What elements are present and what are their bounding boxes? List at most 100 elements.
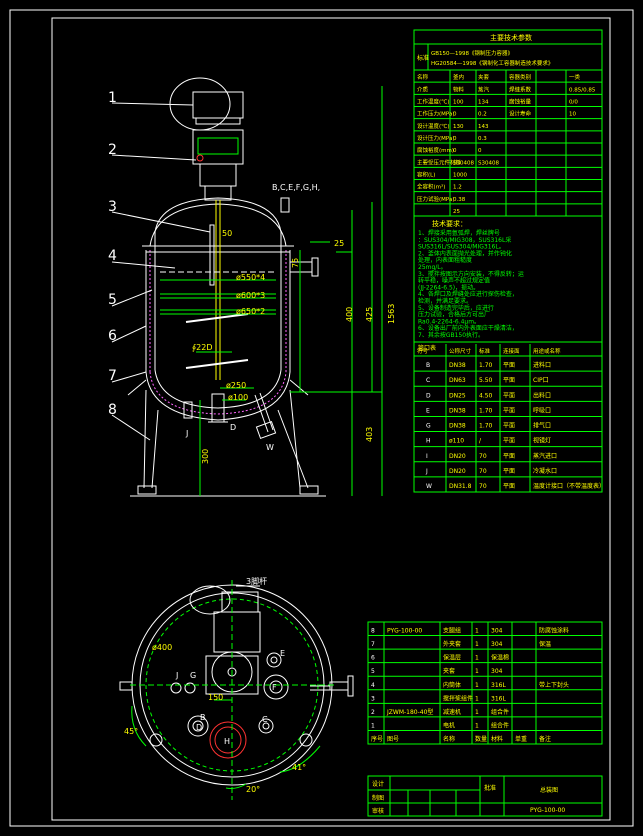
plan-E: E — [280, 649, 285, 658]
plan-d150: 150 — [208, 693, 223, 702]
nozzle-cell: E — [426, 407, 430, 414]
parts-cell: 1 — [475, 655, 479, 662]
spec-cell: 全容积(m³) — [417, 183, 445, 191]
spec-cell: 143 — [478, 124, 489, 130]
nozzle-cell: 冷凝水口 — [533, 467, 557, 475]
parts-header-cell: 序号 — [371, 735, 383, 743]
spec-cell: 0.3 — [478, 136, 487, 142]
parts-cell: PYG-100-00 — [387, 628, 422, 635]
dim-600: ø600*3 — [236, 291, 265, 300]
parts-cell: 防腐蚀涂料 — [539, 627, 569, 635]
spec-cell: 名称 — [417, 73, 429, 81]
spec-cell: 腐蚀裕度(mm) — [417, 146, 454, 154]
dim-300: 300 — [201, 449, 210, 464]
spec-cell: 0 — [453, 148, 457, 154]
label-J: J — [185, 429, 188, 438]
parts-cell: 304 — [491, 628, 503, 635]
nozzle-cell: D — [426, 392, 431, 399]
parts-header-cell: 名称 — [443, 735, 455, 743]
tech-line: ：SUS304/MIG308，SUS316L采 — [418, 236, 511, 244]
nozzle-cell: 5.50 — [479, 377, 493, 384]
dim-75: 75 — [291, 258, 300, 268]
plan-view — [119, 580, 354, 800]
nozzle-cell: J — [425, 468, 428, 475]
dim-650: ø650*2 — [236, 307, 265, 316]
dim-403: 403 — [365, 427, 374, 442]
spec-cell: 釜内 — [453, 73, 464, 81]
nozzle-cell: 平面 — [503, 362, 515, 369]
nozzle-cell: 1.70 — [479, 423, 493, 430]
tech-requirements: 技术要求： 1、焊接采用氩弧焊，焊丝牌号：SUS304/MIG308，SUS31… — [413, 215, 603, 343]
parts-cell: 保温层 — [443, 654, 461, 662]
parts-header-cell: 图号 — [387, 736, 399, 743]
parts-cell: 带上下封头 — [539, 681, 569, 689]
parts-cell: 1 — [475, 641, 479, 648]
spec-cell: 夹套 — [478, 73, 490, 81]
nozzle-cell: 排气口 — [533, 422, 551, 430]
nozzle-header-cell: 连接面 — [503, 347, 520, 355]
parts-cell: 保温棉 — [491, 654, 509, 662]
parts-header-cell: 材料 — [491, 735, 503, 743]
parts-cell: 6 — [371, 655, 375, 662]
parts-cell: 3 — [371, 695, 375, 702]
plan-F: F — [272, 683, 277, 692]
nozzle-cell: W — [426, 483, 432, 490]
nozzle-cell: DN31.8 — [449, 483, 472, 490]
inner-frame — [51, 17, 611, 821]
tech-line: 25mg/L。 — [418, 264, 447, 271]
dim-100: ø100 — [228, 393, 248, 402]
tech-line: 7、其余按GB150执行。 — [418, 331, 484, 339]
spec-std-label: 标准 — [417, 54, 429, 62]
nozzle-cell: 温度计接口（不带温度表） — [533, 482, 605, 490]
spec-cell: 100 — [453, 100, 464, 106]
nozzle-header-cell: 符号 — [417, 347, 429, 355]
spec-cell: 0 — [453, 136, 457, 142]
parts-cell: 2 — [371, 709, 375, 716]
nozzle-cell: CIP口 — [533, 377, 549, 384]
spec-title: 主要技术参数 — [490, 33, 532, 42]
nozzle-cell: 平面 — [503, 392, 515, 399]
plan-a45: 45° — [124, 727, 138, 736]
spec-std-line1: GB150—1998《钢制压力容器》 — [431, 49, 513, 57]
nozzle-cell: 呼吸口 — [533, 407, 551, 414]
parts-cell: 1 — [475, 628, 479, 635]
parts-cell: 1 — [475, 709, 479, 716]
tech-line: 转平稳，噪声不超过规定值 — [418, 277, 490, 285]
spec-cell: 设计压力(MPa) — [417, 134, 454, 142]
parts-cell: 夹套 — [443, 667, 455, 675]
spec-cell: 工作压力(MPa) — [417, 110, 454, 118]
nozzle-cell: 出料口 — [533, 391, 551, 399]
parts-cell: 8 — [371, 628, 375, 635]
spec-cell: 1.2 — [453, 185, 462, 191]
parts-cell: 316L — [491, 695, 506, 702]
title-drawing-no: PYG-100-00 — [530, 807, 565, 814]
nozzle-cell: 1.70 — [479, 407, 493, 414]
title-name: 总装图 — [540, 786, 558, 794]
tech-line: 检测，并满足要求。 — [418, 297, 472, 305]
tech-line: 3、搅拌按图示方向安装，不得反转；运 — [418, 270, 524, 278]
tech-line: 压力试验，合格后方可出厂 — [418, 311, 490, 319]
nozzle-title: 管口表 — [418, 344, 436, 352]
parts-cell: 支腿组 — [443, 627, 461, 635]
dim-25: 25 — [334, 239, 344, 248]
spec-cell: 0.85/0.85 — [569, 87, 596, 93]
spec-cell: 25 — [453, 209, 460, 215]
nozzle-cell: 平面 — [503, 407, 515, 414]
spec-cell: 0 — [478, 148, 482, 154]
parts-cell: 搅拌桨组件 — [443, 694, 473, 702]
plan-G: G — [190, 671, 196, 680]
parts-header-cell: 数量 — [475, 735, 487, 743]
spec-cell: 蒸汽 — [478, 85, 490, 93]
parts-cell: 外夹套 — [443, 640, 461, 648]
nozzle-cell: B — [426, 362, 430, 369]
nozzle-cell: 4.50 — [479, 392, 493, 399]
nozzle-cell: 进料口 — [533, 361, 551, 369]
nozzle-cell: G — [426, 423, 431, 430]
title-label-draw: 制图 — [372, 794, 384, 802]
spec-cell: 0 — [453, 112, 457, 118]
plan-J: J — [175, 671, 178, 680]
parts-cell: 1 — [475, 722, 479, 729]
spec-cell: 物料 — [453, 85, 465, 93]
spec-cell: 1000 — [453, 173, 467, 179]
